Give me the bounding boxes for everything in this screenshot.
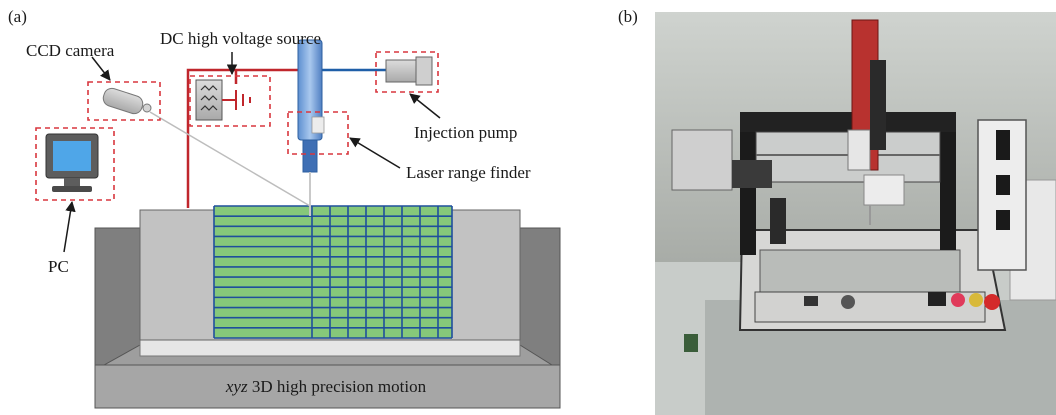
ccd-camera-label: CCD camera [26, 41, 115, 60]
pump-arrow [409, 93, 441, 119]
camera-cable [149, 111, 311, 207]
panel-b: (b) [618, 7, 1056, 415]
laser-arrow [349, 137, 401, 169]
laser-finder-box [287, 111, 349, 155]
equipment-photo [655, 12, 1056, 415]
injection-pump-label: Injection pump [414, 123, 517, 142]
dc-source-box [189, 75, 271, 127]
panel-a-tag: (a) [8, 7, 27, 26]
panel-a: (a) xyz 3D high precision motion [8, 7, 561, 409]
dc-high-voltage-source [195, 79, 251, 121]
stage-label: xyz 3D high precision motion [225, 377, 427, 396]
injection-pump-box [375, 51, 439, 93]
ccd-camera-box [87, 81, 161, 121]
panel-b-tag: (b) [618, 7, 638, 26]
hv-wire [186, 68, 300, 208]
ccd-camera [102, 87, 152, 115]
pc-label: PC [48, 257, 69, 276]
pc-arrow [63, 200, 76, 253]
grid-background [214, 206, 452, 338]
pc-box [35, 127, 115, 201]
callout-boxes [35, 51, 439, 201]
printed-grid [213, 205, 453, 339]
ccd-arrow [91, 56, 111, 81]
dc-source-label: DC high voltage source [160, 29, 321, 48]
syringe-nozzle [297, 39, 325, 216]
injection-pump [385, 56, 433, 86]
pc [45, 133, 99, 192]
pointer-arrows [63, 52, 441, 253]
laser-range-finder-label: Laser range finder [406, 163, 531, 182]
